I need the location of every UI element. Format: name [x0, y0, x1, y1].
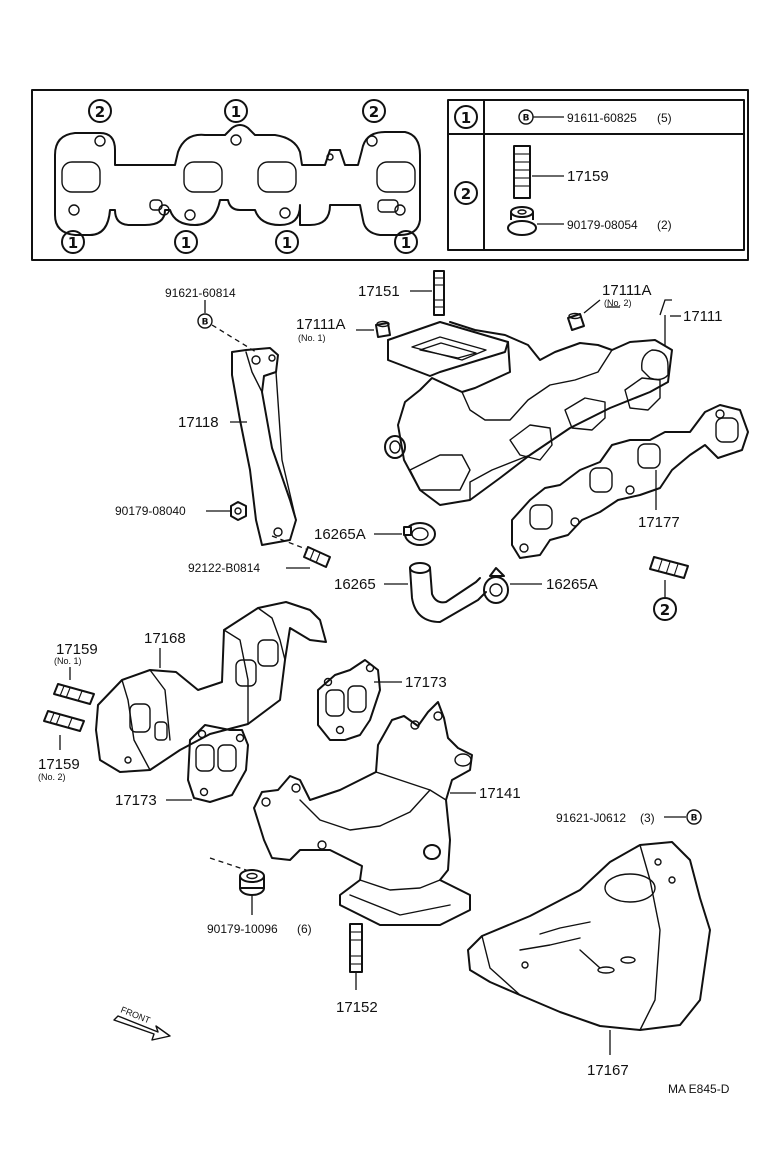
label-17173-left: 17173	[115, 792, 157, 809]
legend-row-1-mark: 1	[454, 105, 478, 129]
stud-drawing	[513, 145, 531, 199]
svg-text:2: 2	[95, 103, 105, 121]
legend-row-2-mark: 2	[454, 181, 478, 205]
label-17111: 17111	[683, 308, 723, 325]
gasket-mark-bottom-1: 1	[61, 230, 85, 254]
svg-text:1: 1	[231, 103, 241, 121]
intake-gasket-17177-drawing	[511, 404, 749, 559]
intake-manifold-17111-drawing	[384, 321, 673, 506]
svg-text:1: 1	[68, 234, 78, 252]
stud-17152-drawing	[349, 923, 363, 973]
legend-qty-91611: (5)	[657, 111, 672, 125]
stud-circle-mark-2: 2	[653, 597, 677, 621]
svg-text:1: 1	[401, 234, 411, 252]
label-17177: 17177	[638, 514, 680, 531]
label-91621-j0612: 91621-J0612	[556, 811, 626, 825]
water-hose-16265-drawing	[409, 562, 487, 623]
label-17159-no2-note: (No. 2)	[38, 772, 66, 782]
legend-table: 1 B 91611-60825 (5) 2 17159	[447, 99, 745, 251]
svg-text:2: 2	[461, 185, 471, 203]
plug-17111a-no2-drawing	[567, 312, 585, 331]
bolt-91621-j0612-drawing: B	[686, 809, 702, 825]
label-17159-no1: 17159	[56, 641, 98, 658]
label-90179-10096: 90179-10096	[207, 922, 278, 936]
stud-17151-drawing	[433, 270, 445, 316]
label-91621-60814: 91621-60814	[165, 286, 236, 300]
svg-text:1: 1	[181, 234, 191, 252]
flange-nut-drawing	[507, 206, 537, 236]
legend-part-90179-08054: 90179-08054	[567, 218, 638, 232]
label-17141: 17141	[479, 785, 521, 802]
label-16265a-2: 16265A	[546, 576, 598, 593]
heat-insulator-17168-drawing	[95, 601, 327, 773]
stud-17159-no2-drawing	[43, 710, 85, 732]
svg-text:2: 2	[660, 601, 670, 619]
gasket-mark-top-2: 1	[224, 99, 248, 123]
label-17151: 17151	[358, 283, 400, 300]
gasket-mark-bottom-4: 1	[394, 230, 418, 254]
gasket-mark-bottom-3: 1	[275, 230, 299, 254]
bracket-17118-drawing	[231, 347, 297, 546]
exhaust-gasket-17173-left-drawing	[187, 724, 249, 803]
gasket-mark-bottom-2: 1	[174, 230, 198, 254]
drawing-code: MA E845-D	[668, 1082, 730, 1096]
inset-frame	[31, 89, 749, 261]
hose-clamp-16265a-1-drawing	[403, 522, 436, 546]
svg-text:1: 1	[461, 109, 471, 127]
label-17173-upper: 17173	[405, 674, 447, 691]
exhaust-manifold-17141-drawing	[253, 701, 473, 926]
label-17159-no1-note: (No. 1)	[54, 656, 82, 666]
hose-clamp-16265a-2-drawing	[483, 567, 509, 604]
label-16265a-1: 16265A	[314, 526, 366, 543]
label-17152: 17152	[336, 999, 378, 1016]
gasket-mark-top-1: 2	[88, 99, 112, 123]
label-17167: 17167	[587, 1062, 629, 1079]
heat-insulator-17167-drawing	[467, 841, 711, 1031]
label-16265: 16265	[334, 576, 376, 593]
label-90179-08040: 90179-08040	[115, 504, 186, 518]
label-17111a-no2: 17111A	[602, 282, 652, 299]
label-17111a-no2-note: (No. 2)	[604, 298, 632, 308]
label-17168: 17168	[144, 630, 186, 647]
gasket-mark-top-3: 2	[362, 99, 386, 123]
nut-90179-10096-drawing	[239, 869, 265, 896]
svg-text:B: B	[523, 114, 530, 124]
legend-part-91611-60825: 91611-60825	[567, 111, 637, 125]
legend-part-17159: 17159	[567, 168, 609, 185]
label-92122-b0814: 92122-B0814	[188, 561, 260, 575]
legend-bolt-symbol: B	[518, 109, 534, 125]
legend-qty-90179-08054: (2)	[657, 218, 672, 232]
label-90179-10096-qty: (6)	[297, 922, 312, 936]
exhaust-gasket-drawing	[54, 124, 421, 236]
stud-17159-no1-drawing	[53, 683, 95, 705]
nut-90179-08040-drawing	[230, 501, 247, 521]
label-17111a-no1: 17111A	[296, 316, 346, 333]
label-17118: 17118	[178, 414, 219, 431]
label-17111a-no1-note: (No. 1)	[298, 333, 326, 343]
svg-text:2: 2	[369, 103, 379, 121]
svg-text:B: B	[691, 814, 698, 824]
stud-mark-2-drawing	[649, 556, 689, 579]
bolt-91621-60814-drawing: B	[197, 313, 213, 329]
label-17159-no2: 17159	[38, 756, 80, 773]
label-91621-j0612-qty: (3)	[640, 811, 655, 825]
svg-text:B: B	[202, 318, 209, 328]
exhaust-gasket-17173-upper-drawing	[317, 659, 381, 741]
svg-text:1: 1	[282, 234, 292, 252]
front-direction-arrow: FRONT	[113, 1005, 171, 1041]
plug-17111a-no1-drawing	[375, 320, 391, 338]
stud-92122-b0814-drawing	[303, 546, 331, 568]
